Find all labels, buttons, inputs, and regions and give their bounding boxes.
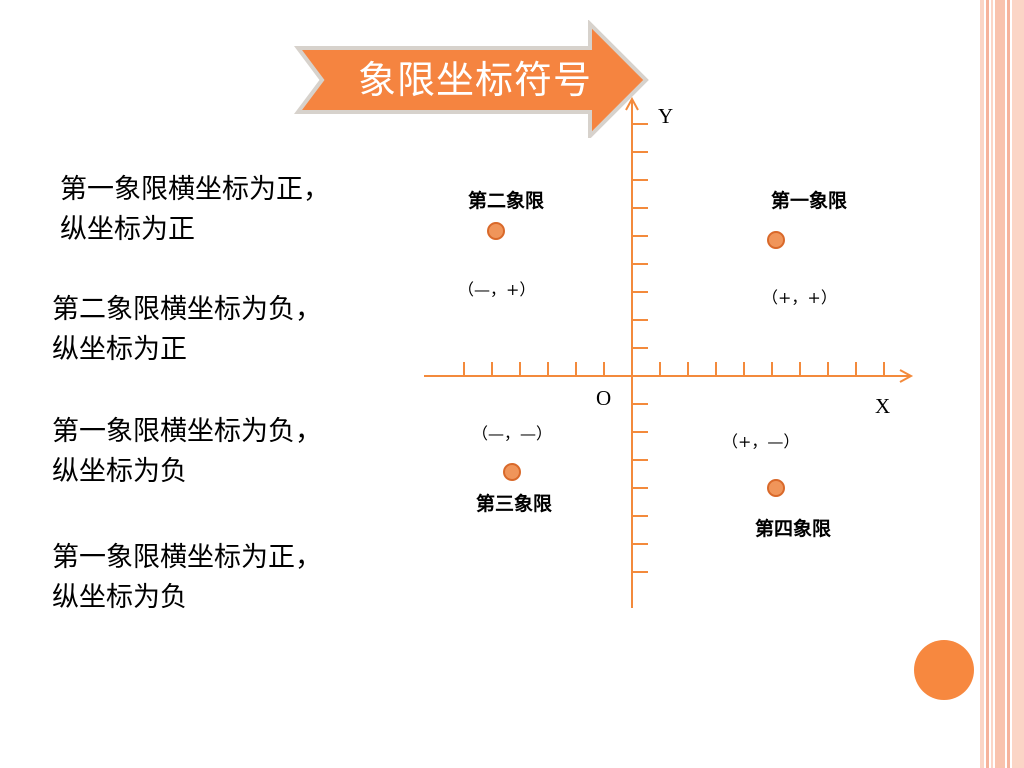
description-4: 第一象限横坐标为正， 纵坐标为负 bbox=[52, 538, 412, 618]
y-axis-label: Y bbox=[658, 104, 674, 128]
y-axis-arrowhead bbox=[625, 96, 639, 111]
description-2-line-1: 第二象限横坐标为负， bbox=[52, 294, 322, 325]
decorative-circle bbox=[914, 640, 974, 700]
page-title: 象限坐标符号 bbox=[357, 58, 592, 102]
quadrant-1-sign: （+，+） bbox=[762, 288, 837, 307]
description-1-line-1: 第一象限横坐标为正， bbox=[60, 174, 330, 205]
quadrant-1-point bbox=[767, 231, 785, 249]
description-1: 第一象限横坐标为正， 纵坐标为正 bbox=[60, 170, 420, 250]
title-arrow-shape bbox=[294, 20, 649, 138]
quadrant-4-sign: （+，—） bbox=[722, 432, 800, 451]
quadrant-1-name: 第一象限 bbox=[771, 190, 848, 212]
x-axis-arrowhead bbox=[899, 369, 914, 383]
page-border-stripes bbox=[980, 0, 1024, 768]
description-4-line-1: 第一象限横坐标为正， bbox=[52, 542, 322, 573]
quadrant-3-name: 第三象限 bbox=[476, 493, 553, 515]
quadrant-2-point bbox=[487, 222, 505, 240]
quadrant-2-name: 第二象限 bbox=[468, 190, 545, 212]
axis-ticks bbox=[463, 123, 885, 573]
description-3: 第一象限横坐标为负， 纵坐标为负 bbox=[52, 412, 412, 492]
quadrant-3-point bbox=[503, 463, 521, 481]
description-4-line-2: 纵坐标为负 bbox=[52, 582, 187, 613]
quadrant-4-name: 第四象限 bbox=[755, 518, 832, 540]
origin-label: O bbox=[596, 386, 612, 410]
description-3-line-1: 第一象限横坐标为负， bbox=[52, 416, 322, 447]
description-1-line-2: 纵坐标为正 bbox=[60, 214, 195, 245]
quadrant-3-sign: （—，—） bbox=[472, 424, 553, 443]
description-2: 第二象限横坐标为负， 纵坐标为正 bbox=[52, 290, 412, 370]
description-2-line-2: 纵坐标为正 bbox=[52, 334, 187, 365]
quadrant-2-sign: （—，+） bbox=[458, 280, 536, 299]
quadrant-4-point bbox=[767, 479, 785, 497]
x-axis-label: X bbox=[875, 394, 891, 418]
description-3-line-2: 纵坐标为负 bbox=[52, 456, 187, 487]
